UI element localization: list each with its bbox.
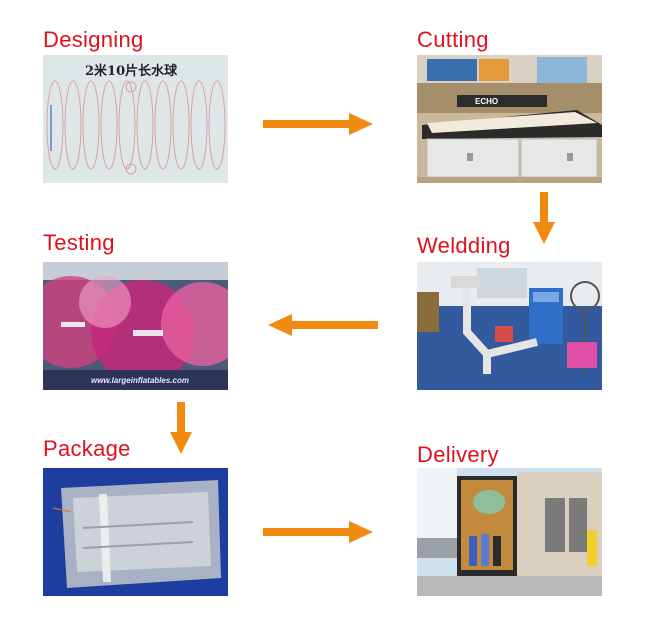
step-label-cutting: Cutting [417,28,489,52]
testing-watermark: www.largeinflatables.com [91,376,189,385]
testing-photo: www.largeinflatables.com [43,262,228,390]
delivery-photo [417,468,602,596]
designing-photo: 2米10片长水球 [43,55,228,183]
step-label-delivery: Delivery [417,443,499,467]
step-label-designing: Designing [43,28,144,52]
package-photo [43,468,228,596]
arrow-down-icon [533,192,555,244]
arrow-down-icon [170,402,192,454]
step-label-welding: Weldding [417,234,511,258]
arrow-right-icon [263,521,373,543]
arrow-left-icon [268,314,378,336]
designing-diagram-text: 2米10片长水球 [85,63,178,79]
arrow-right-icon [263,113,373,135]
step-label-testing: Testing [43,231,115,255]
welding-photo [417,262,602,390]
step-label-package: Package [43,437,131,461]
cutting-photo: ECHO [417,55,602,183]
cutting-machine-text: ECHO [475,97,498,106]
